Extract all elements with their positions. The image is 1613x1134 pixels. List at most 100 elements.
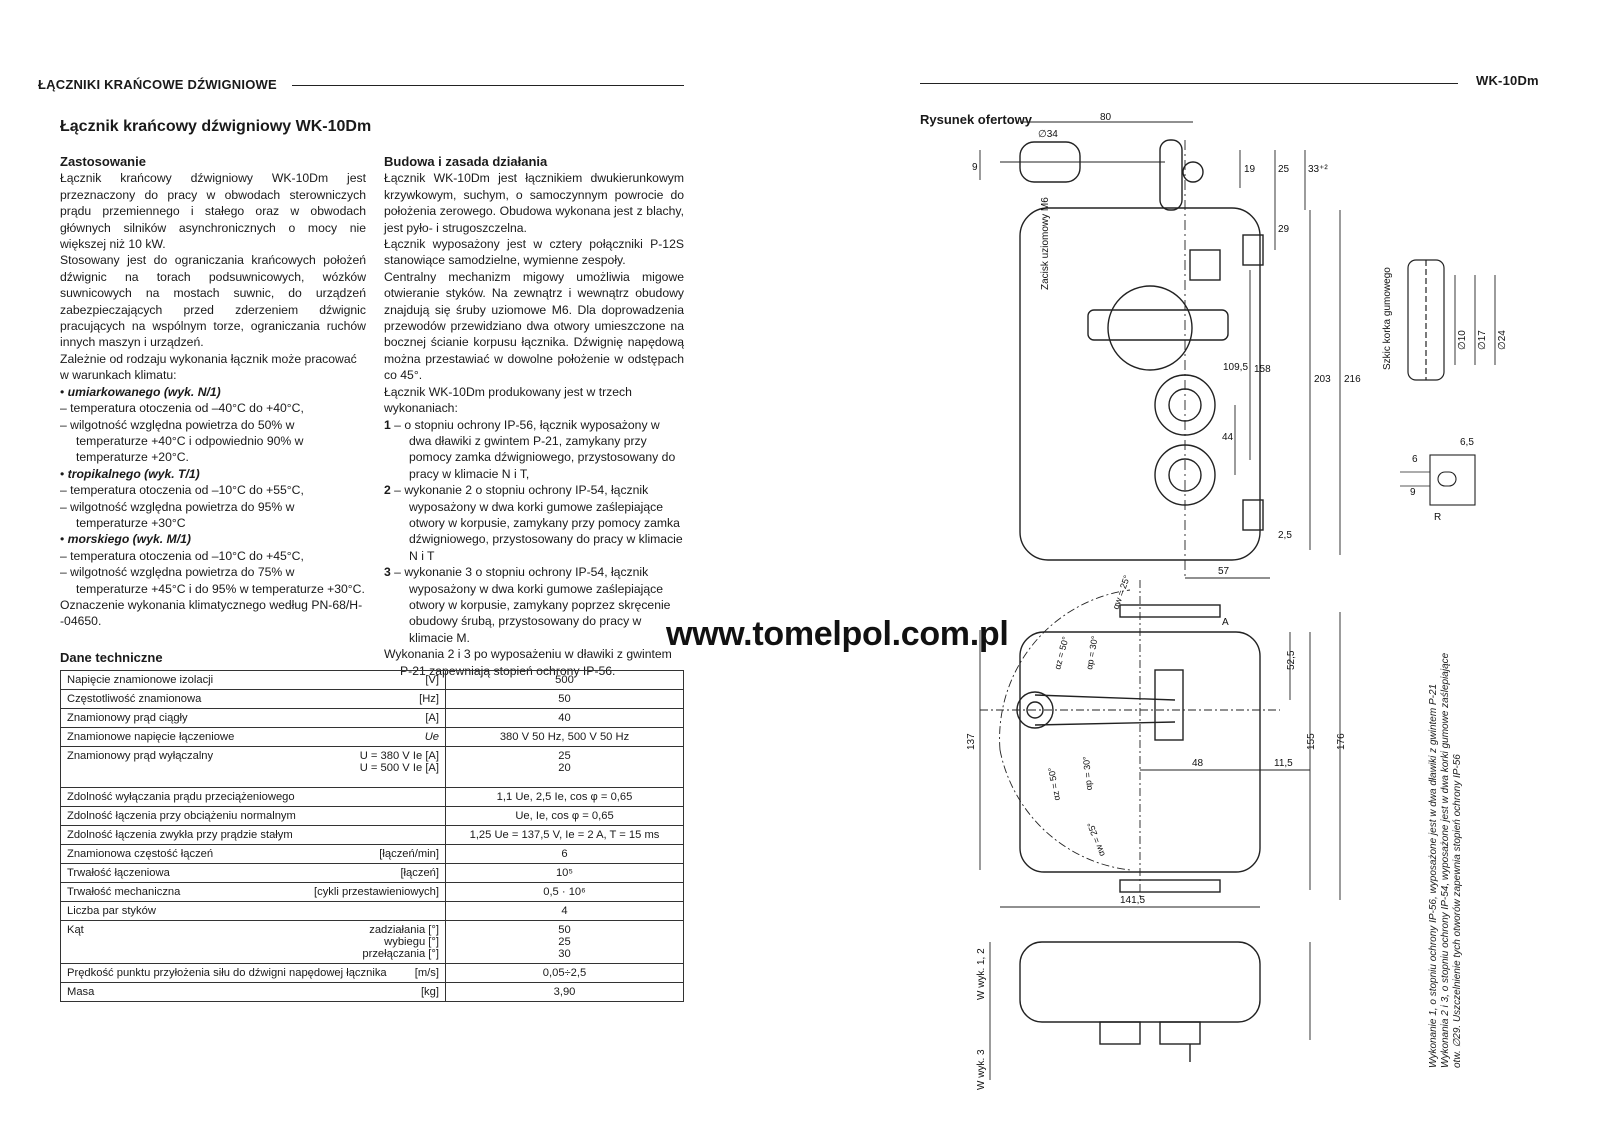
dim-158: 158: [1254, 364, 1271, 375]
climate-n-bullet: • umiarkowanego (wyk. N/1): [60, 384, 221, 399]
drawing-title: Rysunek ofertowy: [920, 112, 1032, 127]
plug-sketch-label: Szkic korka gumowego: [1382, 267, 1393, 370]
dim-109-5: 109,5: [1223, 362, 1248, 373]
dim-33: 33⁺²: [1308, 164, 1328, 175]
dim-9: 9: [972, 162, 978, 173]
table-row: Częstotliwość znamionowa[Hz] 50: [60, 689, 684, 709]
drawing-notes: Wykonanie 1, o stopniu ochrony IP-56, wy…: [1428, 653, 1464, 1068]
technical-drawing: 80 ∅34 9 19 25 33⁺² 29 109,5 158 203 216…: [966, 112, 1508, 1090]
dim-25: 25: [1278, 164, 1290, 175]
earth-terminal: [1189, 249, 1221, 281]
climate-m-line1: – temperatura otoczenia od –10°C do +45°…: [60, 548, 304, 563]
dim-d17: ∅17: [1477, 330, 1488, 350]
model-header: WK-10Dm: [1476, 73, 1539, 88]
drawing-note-1: Wykonanie 1, o stopniu ochrony IP-56, wy…: [1428, 683, 1439, 1068]
budowa-heading: Budowa i zasada działania: [384, 154, 548, 169]
dim-29: 29: [1278, 224, 1290, 235]
angle-ap-bottom: αp = 30°: [1081, 755, 1094, 790]
header-rule-right: [920, 83, 1458, 84]
w-variant-12: W wyk. 1, 2: [976, 948, 987, 1000]
angle-ap-top: αp = 30°: [1084, 635, 1100, 671]
angle-arc-upper: [999, 589, 1131, 751]
watermark-url: www.tomelpol.com.pl: [666, 615, 1009, 653]
header-rule-left: [292, 85, 684, 86]
climate-n-label: umiarkowanego (wyk. N/1): [67, 384, 221, 399]
dim-11-5: 11,5: [1274, 758, 1293, 769]
table-row: Znamionowy prąd wyłączalny U = 380 V Ie …: [60, 746, 684, 788]
table-row: Kąt zadziałania [°]wybiegu [°]przełączan…: [60, 920, 684, 964]
zastosowanie-heading: Zastosowanie: [60, 154, 146, 169]
lever-clamp: [1154, 669, 1184, 741]
table-row: Znamionowa częstość łączeń[łączeń/min] 6: [60, 844, 684, 864]
dim-48: 48: [1192, 758, 1204, 769]
housing-side-view: [1019, 941, 1261, 1023]
angle-aw-bottom: αw = 25°: [1085, 821, 1107, 858]
dim-203: 203: [1314, 374, 1331, 385]
climate-t-bullet: • tropikalnego (wyk. T/1): [60, 466, 200, 481]
central-mechanism: [1107, 285, 1193, 371]
tech-data-table: Napięcie znamionowe izolacji[V] 500 Częs…: [60, 670, 684, 1002]
table-row: Trwałość mechaniczna[cykli przestawienio…: [60, 882, 684, 902]
variant-3: 3 – wykonanie 3 o stopniu ochrony IP-54,…: [384, 565, 671, 645]
dim-r: R: [1434, 512, 1441, 523]
side-bracket-right: [1159, 1021, 1201, 1045]
zastosowanie-p3: Zależnie od rodzaju wykonania łącznik mo…: [60, 351, 357, 383]
dim-6: 6: [1412, 454, 1418, 465]
top-bracket: [1119, 604, 1221, 618]
table-row: Prędkość punktu przyłożenia siłu do dźwi…: [60, 963, 684, 983]
slot-detail: [1429, 454, 1476, 506]
table-row: Zdolność łączenia zwykła przy prądzie st…: [60, 825, 684, 845]
drawing-note-2: Wykonania 2 i 3, o stopniu ochrony IP-54…: [1440, 652, 1451, 1068]
variant-2: 2 – wykonanie 2 o stopniu ochrony IP-54,…: [384, 483, 683, 563]
earth-terminal-label: Zacisk uziomowy M6: [1040, 197, 1051, 290]
dim-19: 19: [1244, 164, 1256, 175]
climate-m-line2: – wilgotność względna powietrza do 75% w…: [60, 565, 365, 596]
w-variant-3: W wyk. 3: [976, 1049, 987, 1090]
lever-hub: [1159, 139, 1183, 211]
dim-52-5: 52,5: [1286, 650, 1297, 670]
climate-n-line2: – wilgotność względna powietrza do 50% w…: [60, 417, 304, 465]
housing-front-view: [1019, 207, 1261, 561]
zastosowanie-p4: Oznaczenie wykonania klimatycznego wedłu…: [60, 597, 363, 629]
dane-heading: Dane techniczne: [60, 650, 163, 665]
dim-57: 57: [1218, 566, 1230, 577]
zastosowanie-section: Zastosowanie Łącznik krańcowy dźwigniowy…: [60, 154, 366, 630]
budowa-p4: Łącznik WK-10Dm produkowany jest w trzec…: [384, 384, 632, 416]
section-header: ŁĄCZNIKI KRAŃCOWE DŹWIGNIOWE: [38, 77, 277, 92]
budowa-section: Budowa i zasada działania Łącznik WK-10D…: [384, 154, 684, 679]
table-row: Trwałość łączeniowa[łączeń] 10⁵: [60, 863, 684, 883]
dim-137: 137: [966, 733, 977, 750]
climate-t-line1: – temperatura otoczenia od –10°C do +55°…: [60, 483, 304, 498]
budowa-p2: Łącznik wyposażony jest w cztery połączn…: [384, 237, 684, 268]
budowa-p3: Centralny mechanizm migowy umożliwia mig…: [384, 269, 684, 383]
side-bracket-left: [1099, 1021, 1141, 1045]
table-row: Zdolność wyłączania prądu przeciążeniowe…: [60, 787, 684, 807]
page-title: Łącznik krańcowy dźwigniowy WK-10Dm: [60, 118, 372, 135]
climate-t-label: tropikalnego (wyk. T/1): [67, 466, 200, 481]
lever-end: [1019, 141, 1081, 183]
climate-t-line2: – wilgotność względna powietrza do 95% w…: [60, 499, 295, 530]
angle-arc-lower: [999, 749, 1131, 871]
dim-141-5: 141,5: [1120, 895, 1145, 906]
table-row: Napięcie znamionowe izolacji[V] 500: [60, 670, 684, 690]
drawing-note-3: otw. ∅29. Uszczelnienie tych otworów zap…: [1452, 754, 1463, 1068]
table-row: Liczba par styków 4: [60, 901, 684, 921]
hinge-bottom: [1242, 499, 1264, 531]
dim-6-5: 6,5: [1460, 437, 1474, 448]
dim-d24: ∅24: [1497, 330, 1508, 350]
angle-az-bottom: αz = 50°: [1046, 766, 1062, 801]
table-row: Masa[kg] 3,90: [60, 982, 684, 1002]
view-a-label: A: [1222, 617, 1229, 628]
hinge-top: [1242, 234, 1264, 266]
bottom-bracket: [1119, 879, 1221, 893]
table-row: Zdolność łączenia przy obciążeniu normal…: [60, 806, 684, 826]
variant-1: 1 – o stopniu ochrony IP-56, łącznik wyp…: [384, 417, 676, 481]
table-row: Znamionowy prąd ciągły[A] 40: [60, 708, 684, 728]
dim-80: 80: [1100, 112, 1112, 123]
climate-m-label: morskiego (wyk. M/1): [67, 532, 191, 547]
climate-n-line1: – temperatura otoczenia od –40°C do +40°…: [60, 401, 304, 416]
dim-2-5: 2,5: [1278, 530, 1292, 541]
dim-d10: ∅10: [1457, 330, 1468, 350]
dim-155: 155: [1306, 733, 1317, 750]
